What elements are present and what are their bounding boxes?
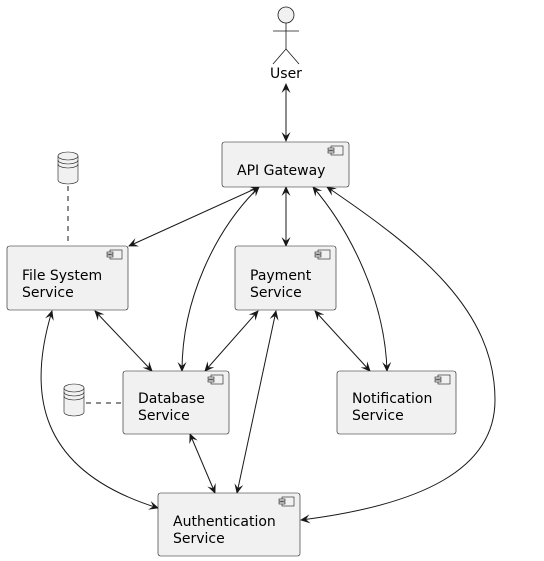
component-icon [106,249,123,260]
component-icon [278,496,295,507]
edge-database-authentication [189,433,216,494]
edge-payment-notification [314,310,371,372]
component-icon [434,374,451,385]
edge-filesystem-authentication [40,310,159,510]
component-icon [314,249,331,260]
edge-filesystem-database [94,310,153,372]
component-label: Authentication [173,514,276,530]
edge-api-authentication [300,186,496,524]
connections [40,83,496,524]
component-icon [207,374,224,385]
edge-api-filesystem [128,186,260,247]
edge-payment-database [204,310,259,372]
database-cylinder-icon [57,151,79,185]
component-label: Service [173,531,225,547]
component-label: API Gateway [237,163,325,179]
component-label: Database [138,391,205,407]
component-label: Service [250,285,302,301]
edge-api-database [177,186,260,372]
component-authentication-service: Authentication Service [157,492,301,557]
database-cylinder-icon [63,383,85,417]
component-api-gateway: API Gateway [221,141,350,188]
component-icon [327,145,344,156]
user-actor: User [270,6,302,82]
component-label: File System [22,268,102,284]
component-file-system-service: File System Service [6,245,129,311]
component-notification-service: Notification Service [336,370,457,435]
actor-stick-figure-icon [272,6,300,65]
component-database-service: Database Service [122,370,230,435]
edge-payment-authentication [234,310,279,494]
user-label: User [270,66,302,82]
component-label: Service [138,408,190,424]
component-label: Notification [352,391,432,407]
component-label: Payment [250,268,312,284]
component-payment-service: Payment Service [234,245,337,311]
component-label: Service [22,285,74,301]
component-label: Service [352,408,404,424]
